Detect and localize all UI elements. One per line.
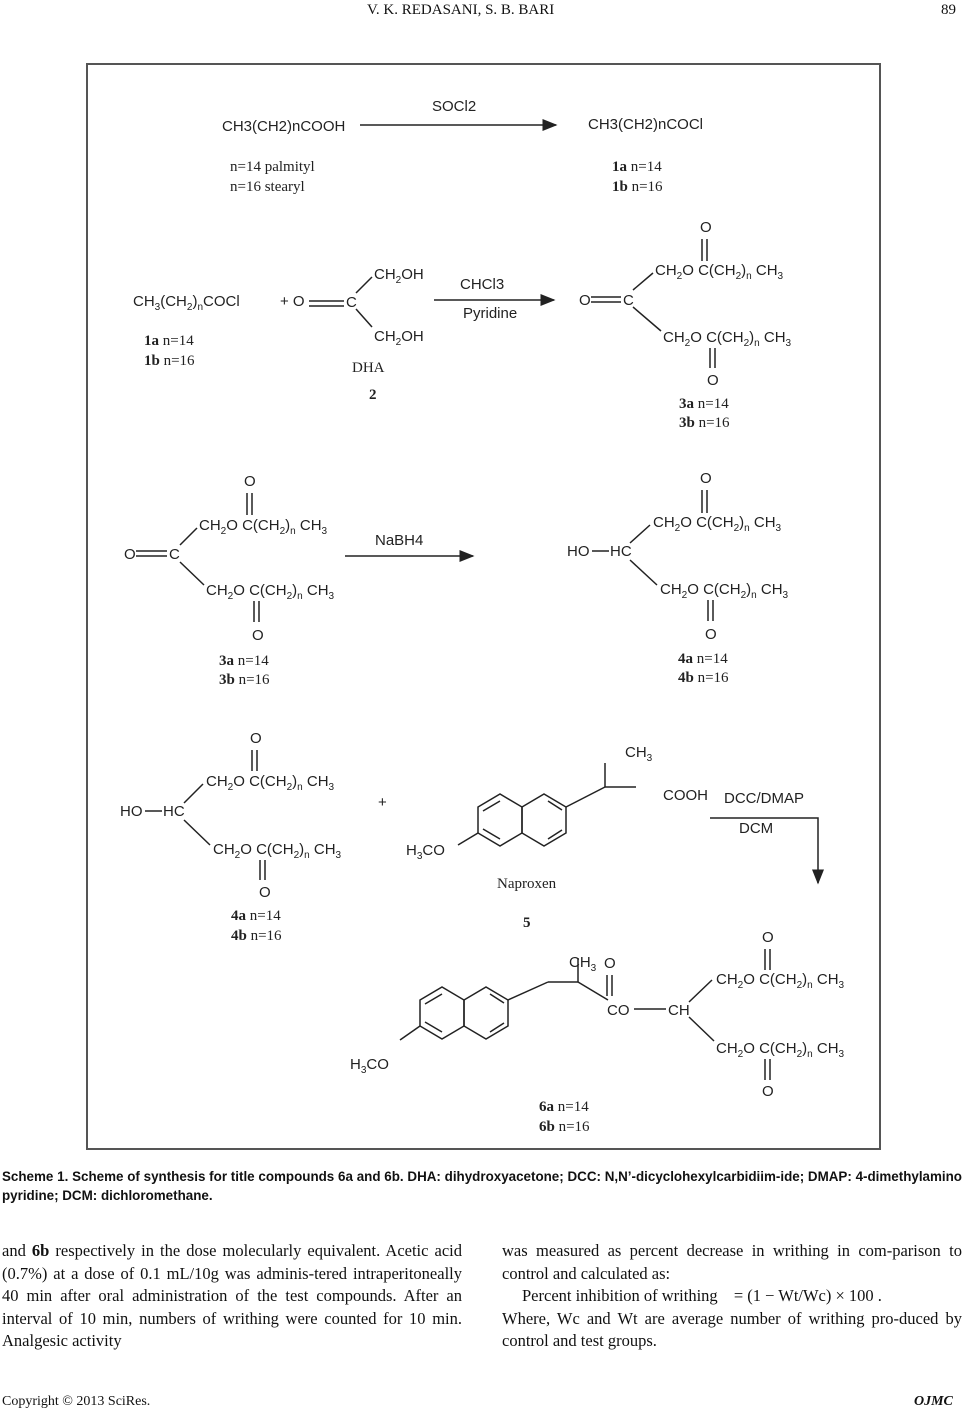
svg-text:CH2O C(CH2)n CH3: CH2O C(CH2)n CH3 (660, 581, 789, 601)
synthesis-scheme: CH3(CH2)nCOOH SOCl2 CH3(CH2)nCOCl n=14 p… (86, 63, 881, 1150)
svg-text:CH2O C(CH2)n CH3: CH2O C(CH2)n CH3 (653, 514, 782, 534)
running-title: V. K. REDASANI, S. B. BARI (367, 2, 555, 18)
svg-text:CH3(CH2)nCOCl: CH3(CH2)nCOCl (133, 293, 240, 313)
label-4b-row4: 4b n=16 (231, 928, 282, 944)
row1-note-stearyl: n=16 stearyl (230, 179, 305, 195)
svg-text:+ O: + O (280, 293, 305, 310)
left-column: and 6b respectively in the dose molecula… (2, 1240, 462, 1353)
naproxen-ring-right (521, 793, 567, 847)
label-1b: 1b n=16 (612, 179, 663, 195)
svg-text:O: O (762, 1083, 774, 1100)
svg-text:CH2O C(CH2)n CH3: CH2O C(CH2)n CH3 (663, 329, 792, 349)
svg-text:CH3: CH3 (569, 954, 597, 974)
svg-text:O: O (252, 627, 264, 644)
compound-2-number: 2 (369, 387, 377, 403)
svg-text:O: O (250, 730, 262, 747)
row4-arrow (710, 817, 824, 885)
row3-reagent: NaBH4 (375, 532, 423, 549)
svg-text:CH2OH: CH2OH (374, 266, 424, 286)
compound-ref-6b: 6b (31, 1241, 50, 1260)
label-3b-row3: 3b n=16 (219, 672, 270, 688)
svg-text:HO: HO (120, 803, 143, 820)
label-4b-row3: 4b n=16 (678, 670, 729, 686)
svg-text:CH2O C(CH2)n CH3: CH2O C(CH2)n CH3 (716, 1040, 845, 1060)
compound-5-number: 5 (523, 915, 531, 931)
svg-text:HC: HC (610, 543, 632, 560)
label-6a: 6a n=14 (539, 1099, 589, 1115)
label-1a: 1a n=14 (612, 159, 662, 175)
label-3a: 3a n=14 (679, 396, 729, 412)
page-number: 89 (941, 2, 956, 18)
row1-reactant: CH3(CH2)nCOOH (222, 118, 345, 135)
svg-text:C: C (346, 294, 357, 311)
svg-text:O: O (579, 292, 591, 309)
svg-text:CH2O C(CH2)n CH3: CH2O C(CH2)n CH3 (199, 517, 328, 537)
label-1b-row2: 1b n=16 (144, 353, 195, 369)
row4-reagent-2: DCM (739, 820, 773, 837)
right-paragraph-2: Where, Wc and Wt are average number of w… (502, 1308, 962, 1351)
row2-reagent-1: CHCl3 (460, 276, 504, 293)
copyright: Copyright © 2013 SciRes. (2, 1394, 151, 1409)
svg-text:CH2O C(CH2)n CH3: CH2O C(CH2)n CH3 (213, 841, 342, 861)
dha-label: DHA (352, 360, 385, 376)
label-3b: 3b n=16 (679, 415, 730, 431)
svg-text:CH2O C(CH2)n CH3: CH2O C(CH2)n CH3 (206, 773, 335, 793)
formula-lead: Percent inhibition of writhing (522, 1286, 718, 1305)
label-3a-row3: 3a n=14 (219, 653, 269, 669)
row1-product: CH3(CH2)nCOCl (588, 116, 703, 133)
svg-text:O: O (705, 626, 717, 643)
svg-text:HC: HC (163, 803, 185, 820)
svg-text:O: O (124, 546, 136, 563)
row1-reagent: SOCl2 (432, 98, 476, 115)
svg-text:CH2O C(CH2)n CH3: CH2O C(CH2)n CH3 (655, 262, 784, 282)
svg-text:CH3: CH3 (625, 744, 653, 764)
svg-text:C: C (169, 546, 180, 563)
right-column: was measured as percent decrease in writ… (502, 1240, 962, 1353)
svg-text:O: O (244, 473, 256, 490)
svg-text:+: + (378, 794, 387, 811)
formula-line: Percent inhibition of writhing = (1 − Wt… (502, 1285, 962, 1308)
svg-text:O: O (707, 372, 719, 389)
row4-reagent-1: DCC/DMAP (724, 790, 804, 807)
journal-name: OJMC (914, 1394, 953, 1409)
svg-text:O: O (762, 929, 774, 946)
svg-text:CH2OH: CH2OH (374, 328, 424, 348)
formula: = (1 − Wt/Wc) × 100 . (733, 1286, 882, 1305)
label-6b: 6b n=16 (539, 1119, 590, 1135)
svg-text:O: O (700, 470, 712, 487)
svg-text:CH: CH (668, 1002, 690, 1019)
naproxen-label: Naproxen (497, 876, 557, 892)
svg-text:H3CO: H3CO (350, 1056, 389, 1076)
svg-text:HO: HO (567, 543, 590, 560)
label-1a-row2: 1a n=14 (144, 333, 194, 349)
svg-text:COOH: COOH (663, 787, 708, 804)
svg-text:H3CO: H3CO (406, 842, 445, 862)
svg-text:O: O (604, 955, 616, 972)
svg-text:CO: CO (607, 1002, 630, 1019)
row2-reagent-2: Pyridine (463, 305, 517, 322)
svg-text:C: C (623, 292, 634, 309)
left-paragraph: and 6b respectively in the dose molecula… (2, 1241, 462, 1350)
right-paragraph-1: was measured as percent decrease in writ… (502, 1241, 962, 1283)
label-4a-row4: 4a n=14 (231, 908, 281, 924)
label-4a-row3: 4a n=14 (678, 651, 728, 667)
product-ring-right (463, 986, 509, 1040)
svg-text:O: O (259, 884, 271, 901)
row1-note-palmityl: n=14 palmityl (230, 159, 315, 175)
svg-text:O: O (700, 219, 712, 236)
svg-text:CH2O C(CH2)n CH3: CH2O C(CH2)n CH3 (206, 582, 335, 602)
svg-text:CH2O C(CH2)n CH3: CH2O C(CH2)n CH3 (716, 971, 845, 991)
scheme-caption: Scheme 1. Scheme of synthesis for title … (2, 1169, 962, 1203)
